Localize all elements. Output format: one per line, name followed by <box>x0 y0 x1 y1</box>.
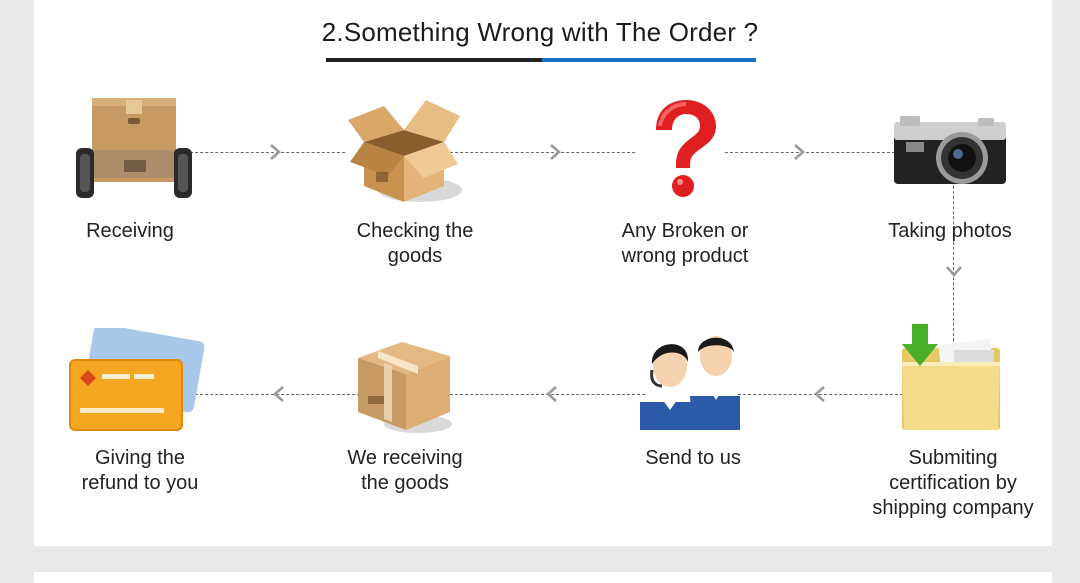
title-underline-blue <box>542 58 756 62</box>
step-label-receiving: Receiving <box>86 220 174 242</box>
next-panel <box>34 572 1052 583</box>
step-label-broken: Any Broken or wrong product <box>621 220 749 267</box>
chevron-right-icon <box>270 144 281 160</box>
connector-6 <box>738 394 903 395</box>
chevron-down-icon <box>946 266 962 277</box>
open-box-icon <box>348 100 462 202</box>
camera-icon <box>894 116 1006 184</box>
step-label-refund: Giving the refund to you <box>81 447 199 494</box>
step-label-photos: Taking photos <box>888 220 1012 242</box>
content-panel <box>34 0 1052 546</box>
step-label-we-receiving: We receiving the goods <box>347 447 463 494</box>
chevron-right-icon <box>550 144 561 160</box>
step-label-send: Send to us <box>645 447 741 469</box>
credit-card-icon <box>69 328 205 431</box>
step-label-submitting: Submiting certification by shipping comp… <box>872 447 1034 519</box>
page-title: 2.Something Wrong with The Order ? <box>321 17 759 47</box>
chevron-right-icon <box>794 144 805 160</box>
connector-2 <box>450 152 635 153</box>
connector-down <box>953 186 954 341</box>
folder-upload-icon <box>902 324 1000 430</box>
closed-box-icon <box>358 342 452 433</box>
box-on-wheels-icon <box>76 98 192 198</box>
chevron-left-icon <box>546 386 557 402</box>
step-label-checking: Checking the goods <box>356 220 474 267</box>
connector-5 <box>445 394 645 395</box>
connector-3 <box>725 152 895 153</box>
chevron-left-icon <box>273 386 284 402</box>
customer-service-icon <box>640 336 740 430</box>
connector-1 <box>190 152 345 153</box>
chevron-left-icon <box>814 386 825 402</box>
title-underline-dark <box>326 58 542 62</box>
question-mark-icon <box>656 100 716 197</box>
